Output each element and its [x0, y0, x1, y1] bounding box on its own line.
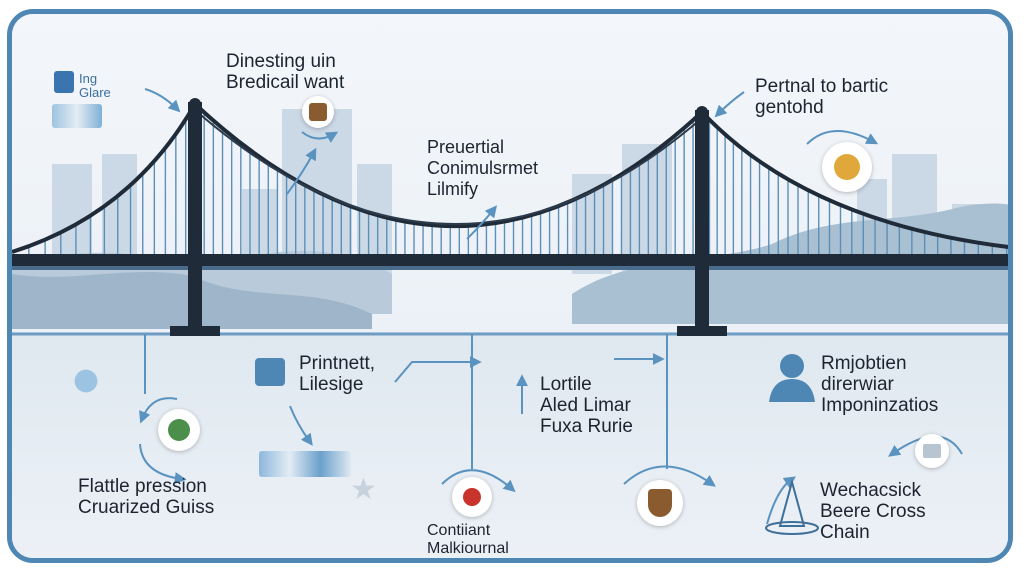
flower-icon — [452, 477, 492, 517]
diagram-frame: /* placeholder */ — [7, 9, 1013, 563]
emblem-icon — [158, 409, 200, 451]
cards-icon — [259, 451, 351, 477]
arrow-4 — [466, 205, 497, 240]
arrow-3 — [286, 147, 317, 195]
gift-box-icon — [302, 96, 334, 128]
arrow-2 — [301, 131, 339, 143]
bridge-deck — [12, 254, 1008, 266]
arrow-5 — [714, 91, 745, 118]
main-cable-right — [700, 110, 1008, 249]
arrow-14 — [623, 465, 716, 487]
collage-icon — [52, 104, 102, 128]
arrow-8 — [139, 397, 178, 424]
printer-icon — [915, 434, 949, 468]
gears-icon — [56, 360, 116, 402]
toolbox-icon — [255, 358, 285, 386]
arrow-16 — [766, 476, 796, 525]
main-cable-center — [193, 102, 704, 228]
star-icon: ★ — [350, 473, 377, 506]
cone-icon — [765, 478, 819, 535]
arrow-9 — [289, 405, 313, 446]
tower-right — [677, 106, 727, 336]
arrow-13 — [441, 469, 516, 493]
arrow-1 — [144, 88, 181, 113]
arrow-10 — [394, 356, 482, 383]
shield-icon — [637, 480, 683, 526]
arrow-7 — [139, 443, 187, 485]
main-cable-left — [12, 103, 197, 254]
label-mid-left: Printnett,Lilesige — [299, 353, 376, 395]
tower-left — [170, 98, 220, 336]
badge-icon — [822, 142, 872, 192]
arrow-6 — [806, 130, 879, 145]
user-icon — [769, 354, 815, 402]
image-icon — [54, 71, 74, 93]
